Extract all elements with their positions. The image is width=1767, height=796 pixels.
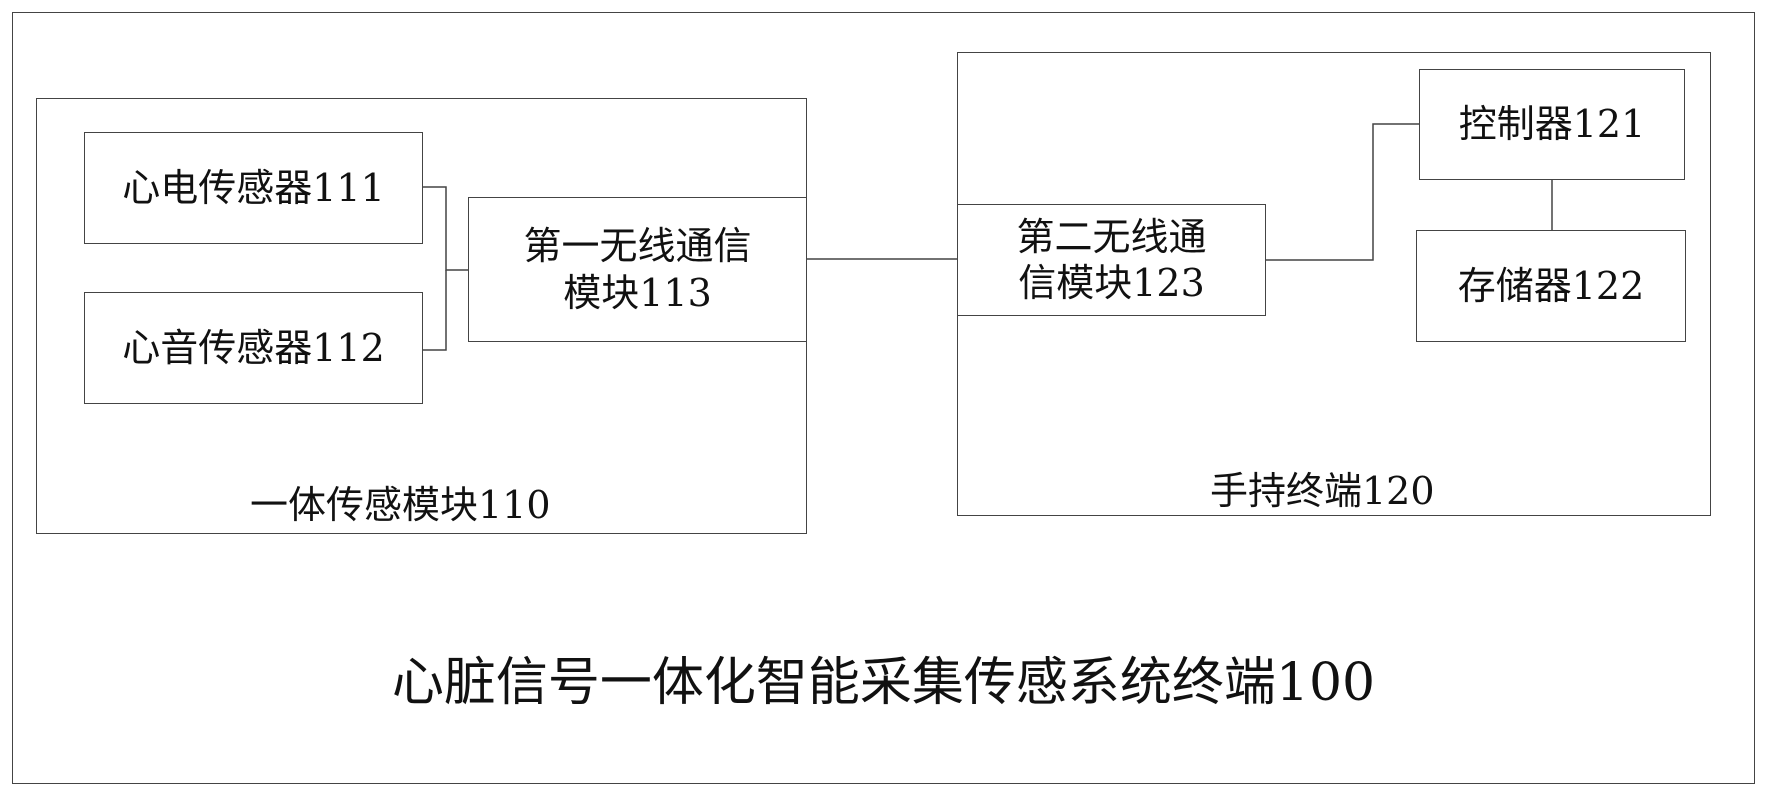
storage-node: 存储器122 — [1416, 230, 1686, 342]
system-title: 心脏信号一体化智能采集传感系统终端100 — [391, 653, 1376, 713]
sensing-module-caption: 一体传感模块110 — [250, 483, 551, 527]
controller-label: 控制器121 — [1458, 102, 1646, 147]
pcg-sensor-node: 心音传感器112 — [84, 292, 423, 404]
wireless-module-2-line1: 第二无线通 — [1016, 214, 1207, 259]
storage-label: 存储器122 — [1457, 263, 1645, 308]
pcg-sensor-label: 心音传感器112 — [122, 325, 385, 370]
handheld-terminal-caption: 手持终端120 — [1210, 469, 1435, 513]
ecg-sensor-node: 心电传感器111 — [84, 132, 423, 244]
system-frame — [12, 12, 1755, 784]
wireless-module-1-text: 第一无线通信 模块113 — [523, 223, 751, 316]
wireless-module-2-line2: 信模块123 — [1018, 261, 1205, 305]
wireless-module-2-node: 第二无线通 信模块123 — [957, 204, 1266, 316]
ecg-sensor-label: 心电传感器111 — [122, 165, 385, 210]
wireless-module-2-text: 第二无线通 信模块123 — [1016, 214, 1206, 307]
wireless-module-1-line1: 第一无线通信 — [523, 224, 752, 269]
wireless-module-1-node: 第一无线通信 模块113 — [468, 197, 807, 342]
wireless-module-1-line2: 模块113 — [563, 270, 712, 315]
controller-node: 控制器121 — [1419, 69, 1685, 180]
